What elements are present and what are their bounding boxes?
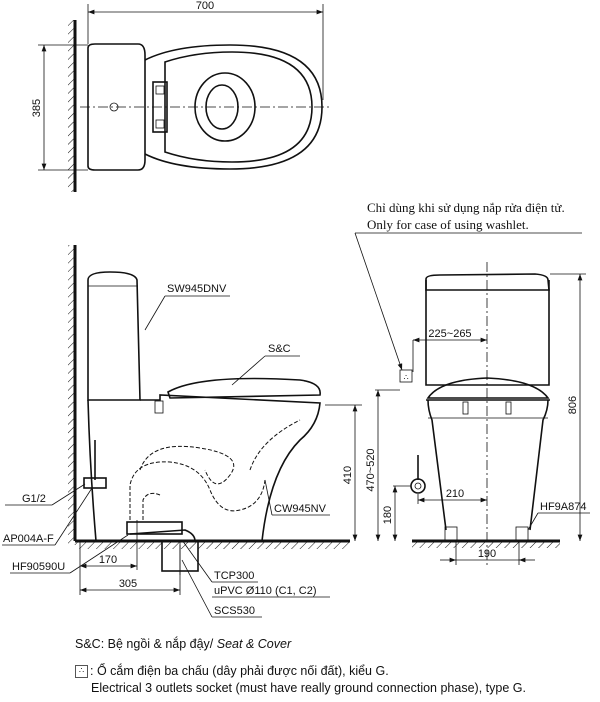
dim-385-label: 385	[31, 99, 43, 117]
dim-190-label: 190	[478, 548, 496, 560]
wall-hatch	[68, 20, 75, 192]
label-upvc: uPVC Ø110 (C1, C2)	[214, 585, 317, 597]
socket-note-en: Electrical 3 outlets socket (must have r…	[91, 681, 526, 695]
socket-note-vi: : Ổ cắm điện ba chấu (dây phải được nối …	[90, 664, 389, 678]
label-scs530: SCS530	[214, 605, 255, 617]
seat-cover-side	[167, 377, 321, 399]
tank-front	[425, 280, 550, 386]
label-cw945nv: CW945NV	[274, 503, 327, 515]
label-sw945dnv: SW945DNV	[167, 283, 227, 295]
side-view: SW945DNV S&C G1/2 AP004A-F HF90590U CW94…	[2, 245, 362, 618]
label-tcp300: TCP300	[214, 570, 254, 582]
supply-valve-front	[410, 478, 426, 494]
dim-180-label: 180	[382, 506, 394, 524]
seat-front	[426, 377, 550, 399]
dim-806-label: 806	[567, 396, 579, 414]
bowl-side	[140, 394, 321, 542]
dim-170-label: 170	[99, 554, 117, 566]
sc-note-vi: S&C: Bệ ngồi & nắp đậy/	[75, 637, 217, 651]
dim-210-label: 210	[446, 488, 464, 500]
label-g1-2: G1/2	[22, 493, 46, 505]
dim-305-label: 305	[119, 578, 137, 590]
bowl-outline-top	[144, 44, 323, 170]
socket-symbol: ∴	[403, 373, 408, 382]
electrical-socket-icon	[399, 369, 413, 383]
socket-note: ∴: Ổ cắm điện ba chấu (dây phải được nối…	[75, 663, 526, 680]
label-sc: S&C	[268, 343, 291, 355]
front-view: Chỉ dùng khi sử dụng nắp rửa điện tử. On…	[354, 200, 590, 565]
sc-note-en: Seat & Cover	[216, 637, 292, 651]
label-ap004a-f: AP004A-F	[3, 533, 54, 545]
label-hf90590u: HF90590U	[12, 561, 65, 573]
top-view: 700 385	[31, 0, 330, 192]
dim-225-265-label: 225~265	[428, 328, 471, 340]
angle-valve	[83, 477, 107, 489]
dim-470-520-label: 470~520	[365, 448, 377, 491]
legend-notes: S&C: Bệ ngồi & nắp đậy/ Seat & Cover ∴: …	[75, 636, 526, 697]
electrical-socket-icon: ∴	[75, 665, 88, 679]
dim-410-label: 410	[342, 466, 354, 484]
tank-side	[87, 271, 141, 401]
sc-note: S&C: Bệ ngồi & nắp đậy/ Seat & Cover	[75, 636, 526, 653]
dim-700-label: 700	[196, 0, 214, 12]
label-hf9a874: HF9A874	[540, 501, 586, 513]
washlet-note-en: Only for case of using washlet.	[367, 217, 529, 232]
washlet-note-vi: Chỉ dùng khi sử dụng nắp rửa điện tử.	[367, 200, 565, 215]
bowl-front	[427, 399, 549, 531]
floor-flange	[126, 521, 183, 535]
tank-top	[87, 43, 146, 171]
seat-hinge	[152, 81, 168, 133]
